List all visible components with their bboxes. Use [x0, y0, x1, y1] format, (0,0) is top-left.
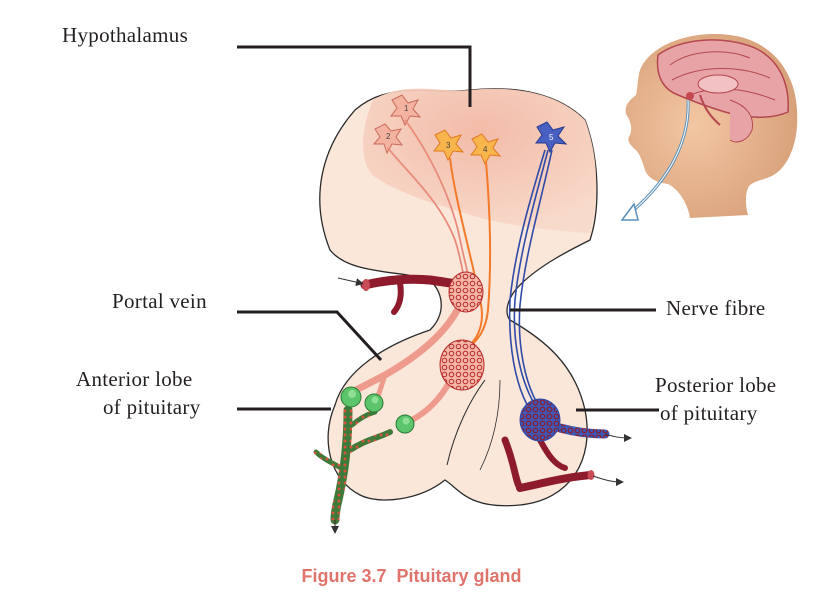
figure-title: Pituitary gland: [396, 566, 522, 586]
nerve-fibre-blue: [508, 149, 553, 411]
hypothalamus-region: [363, 88, 597, 233]
svg-text:4: 4: [483, 145, 488, 154]
posterior-lobe-label-line2: of pituitary: [660, 401, 758, 425]
neuron-3: 3: [433, 129, 465, 162]
svg-text:3: 3: [446, 141, 451, 150]
hypothalamus-leader: [237, 45, 472, 107]
portal-vein: [348, 296, 466, 396]
svg-text:1: 1: [404, 104, 409, 113]
figure-caption: Figure 3.7 Pituitary gland: [0, 566, 823, 587]
head-illustration: [620, 34, 798, 221]
neuron-5: 5: [535, 121, 568, 154]
blood-vessels: [313, 274, 632, 534]
posterior-lobe-label-line1: Posterior lobe: [655, 373, 777, 397]
portal-vein-leader: [237, 310, 383, 362]
hypothalamus-label: Hypothalamus: [62, 23, 189, 47]
anterior-secretory-cells: [340, 386, 415, 434]
nerve-fibre-label: Nerve fibre: [666, 296, 766, 320]
capillary-bed-posterior: [519, 398, 561, 442]
leader-lines: [237, 45, 659, 412]
neuron-4: 4: [470, 133, 502, 166]
anterior-lobe-label-line2: of pituitary: [103, 395, 201, 419]
posterior-lobe-outline: [479, 379, 501, 471]
anterior-lobe-label-line1: Anterior lobe: [76, 367, 193, 391]
lobe-divider: [446, 379, 486, 466]
capillary-bed-upper: [448, 271, 484, 313]
portal-vein-label: Portal vein: [112, 289, 207, 313]
svg-text:2: 2: [386, 132, 391, 141]
capillary-bed-middle: [439, 339, 485, 391]
neuron-1: 1: [390, 94, 422, 127]
svg-text:5: 5: [549, 133, 554, 142]
figure-number: Figure 3.7: [301, 566, 387, 586]
